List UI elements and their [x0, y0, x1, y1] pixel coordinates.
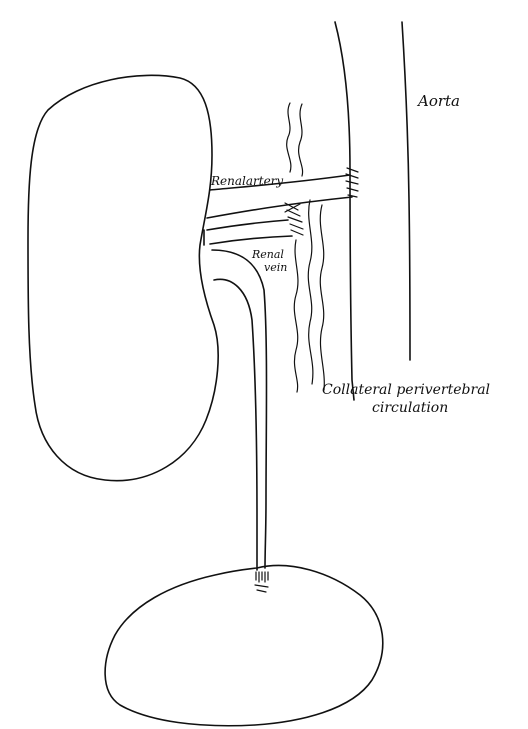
kidney — [28, 75, 218, 480]
collateral-circulation-label-line2: circulation — [372, 400, 448, 416]
aorta — [335, 22, 410, 400]
renal-vein-label-line2: vein — [264, 261, 287, 274]
bladder — [105, 566, 383, 726]
aorta-label: Aorta — [416, 92, 460, 110]
ureter — [212, 250, 268, 592]
ureter-bladder-anastomosis — [255, 572, 268, 592]
renal-vein-label: Renal — [251, 248, 284, 261]
renal-artery-label: Renalartery — [210, 174, 283, 188]
collateral-vessels — [287, 103, 325, 392]
artery-aorta-anastomosis — [346, 168, 358, 197]
collateral-circulation-label: Collateral perivertebral — [322, 382, 490, 398]
vein-anastomosis — [285, 203, 303, 235]
